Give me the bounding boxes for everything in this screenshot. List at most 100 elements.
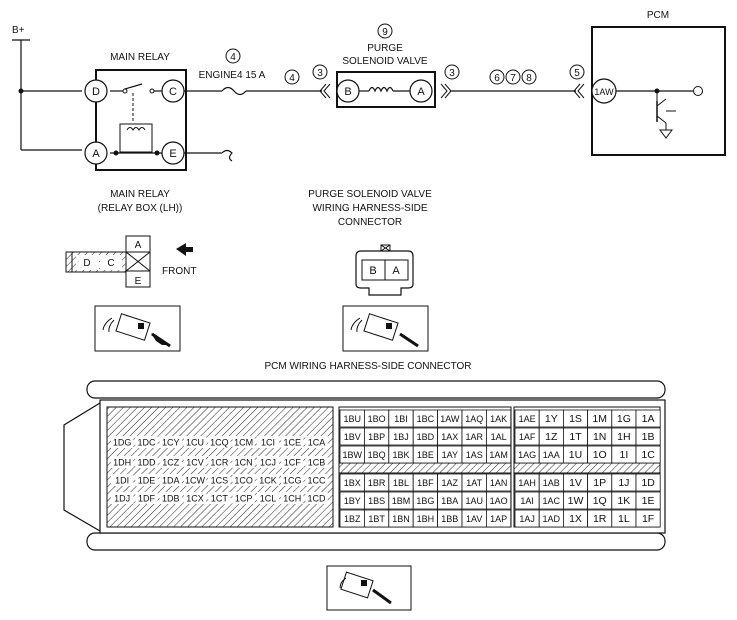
pcm-pin-cell bbox=[208, 492, 231, 504]
purge-conn-caption-2: WIRING HARNESS-SIDE bbox=[312, 203, 427, 214]
pcm-pin-cell bbox=[635, 445, 661, 464]
circled-9: 9 bbox=[377, 23, 393, 39]
pcm-pin-cell bbox=[485, 427, 512, 446]
pcm-pin-label: 1L bbox=[618, 513, 630, 525]
pcm-pin-label: 1AC bbox=[543, 496, 561, 506]
pcm-pin-label: 1CA bbox=[308, 438, 326, 448]
pcm-pin-cell bbox=[159, 436, 182, 448]
pcm-pin-label: 1CB bbox=[308, 458, 326, 468]
svg-text:1AW: 1AW bbox=[594, 87, 614, 97]
pcm-pin-label: 1K bbox=[617, 495, 630, 507]
fuse-icon bbox=[221, 86, 247, 96]
pcm-pin-label: 1BN bbox=[392, 514, 410, 524]
relay-box-caption-1: MAIN RELAY bbox=[110, 189, 170, 200]
pcm-pin-cell bbox=[635, 473, 661, 492]
relay-terminal-e: E bbox=[161, 141, 185, 165]
pcm-pin-cell bbox=[305, 492, 328, 504]
pcm-pin-label: 1BD bbox=[417, 432, 435, 442]
pcm-pin-cell bbox=[635, 409, 661, 428]
svg-text:3: 3 bbox=[449, 68, 455, 79]
circled-8: 8 bbox=[521, 69, 537, 85]
pcm-pin-label: 1F bbox=[642, 513, 654, 525]
pcm-terminal-1aw: 1AW bbox=[591, 78, 617, 104]
pcm-pin-label: 1R bbox=[593, 513, 607, 525]
svg-text:A: A bbox=[417, 86, 425, 98]
pcm-pin-label: 1CM bbox=[234, 438, 253, 448]
svg-text:C: C bbox=[107, 258, 114, 269]
pcm-pin-label: 1BJ bbox=[393, 432, 409, 442]
pcm-pin-cell bbox=[208, 436, 231, 448]
pcm-pin-cell bbox=[159, 456, 182, 468]
pcm-pin-label: 1A bbox=[642, 413, 655, 425]
pcm-pin-cell bbox=[485, 445, 512, 464]
pcm-pin-label: 1BV bbox=[344, 432, 361, 442]
pcm-pin-label: 1AL bbox=[491, 432, 507, 442]
pcm-pin-label: 1AT bbox=[466, 478, 482, 488]
pcm-pin-label: 1Y bbox=[545, 413, 558, 425]
pcm-pin-label: 1DJ bbox=[114, 494, 130, 504]
svg-text:B: B bbox=[344, 86, 351, 98]
pcm-pin-label: 1BI bbox=[394, 414, 408, 424]
svg-text:D: D bbox=[83, 258, 90, 269]
pcm-pin-label: 1BL bbox=[393, 478, 409, 488]
pcm-pin-label: 1AQ bbox=[465, 414, 483, 424]
svg-text:4: 4 bbox=[289, 73, 295, 84]
circled-4a: 4 bbox=[225, 48, 241, 64]
pcm-pin-cell bbox=[111, 456, 134, 468]
pcm-pin-cell bbox=[635, 509, 661, 528]
pcm-pin-label: 1W bbox=[568, 495, 584, 507]
pcm-pin-label: 1DI bbox=[115, 476, 129, 486]
pcm-pin-cell bbox=[183, 492, 207, 504]
circled-7: 7 bbox=[505, 69, 521, 85]
pcm-pin-label: 1AN bbox=[490, 478, 508, 488]
pcm-pin-label: 1DA bbox=[162, 476, 180, 486]
pcm-pin-cell bbox=[232, 456, 255, 468]
pcm-pin-label: 1CK bbox=[259, 476, 277, 486]
svg-text:8: 8 bbox=[526, 73, 532, 84]
pcm-pin-label: 1CF bbox=[284, 458, 302, 468]
pcm-pin-label: 1BY bbox=[344, 496, 361, 506]
pcm-pin-label: 1X bbox=[569, 513, 582, 525]
pcm-pin-cell bbox=[256, 456, 280, 468]
pcm-pin-label: 1AK bbox=[490, 414, 507, 424]
pcm-pin-label: 1T bbox=[569, 431, 582, 443]
pcm-pin-label: 1DB bbox=[162, 494, 180, 504]
bplus-terminal-icon bbox=[12, 39, 30, 150]
ground-wire-icon bbox=[184, 149, 233, 162]
pcm-pin-cell bbox=[281, 492, 304, 504]
pcm-pin-label: 1DC bbox=[137, 438, 156, 448]
pcm-pin-label: 1BB bbox=[441, 514, 458, 524]
pcm-pin-label: 1DE bbox=[138, 476, 156, 486]
pcm-pin-label: 1AR bbox=[465, 432, 483, 442]
pcm-pin-cell bbox=[232, 436, 255, 448]
pcm-pin-label: 1AX bbox=[441, 432, 458, 442]
front-arrow-icon bbox=[176, 243, 193, 256]
pcm-pin-label: 1AM bbox=[489, 450, 508, 460]
pcm-pin-cell bbox=[232, 492, 255, 504]
pcm-pin-cell bbox=[208, 474, 231, 486]
pcm-pin-label: 1BP bbox=[368, 432, 385, 442]
pcm-pin-label: 1AY bbox=[442, 450, 458, 460]
pcm-pin-label: 1AB bbox=[543, 478, 560, 488]
pcm-pin-label: 1BZ bbox=[344, 514, 361, 524]
pcm-pin-label: 1D bbox=[641, 477, 655, 489]
pcm-pin-cell bbox=[135, 474, 158, 486]
pcm-pin-label: 1BC bbox=[417, 414, 435, 424]
svg-text:6: 6 bbox=[494, 73, 500, 84]
pcm-pin-label: 1BA bbox=[441, 496, 458, 506]
pcm-pin-label: 1AP bbox=[490, 514, 507, 524]
pcm-pin-cell bbox=[635, 427, 661, 446]
pcm-pin-cell bbox=[135, 456, 158, 468]
pcm-pin-cell bbox=[305, 456, 328, 468]
purge-title-1: PURGE bbox=[367, 43, 403, 54]
pcm-pin-label: 1DD bbox=[137, 458, 156, 468]
pcm-pin-label: 1AJ bbox=[519, 514, 535, 524]
pcm-pin-cell bbox=[232, 474, 255, 486]
pcm-pin-label: 1C bbox=[641, 449, 655, 461]
relay-terminal-c: C bbox=[161, 79, 185, 103]
pcm-pin-cell bbox=[111, 492, 134, 504]
pcm-pin-label: 1CP bbox=[235, 494, 253, 504]
pcm-pin-label: 1AO bbox=[490, 496, 508, 506]
pcm-pin-label: 1DH bbox=[113, 458, 131, 468]
